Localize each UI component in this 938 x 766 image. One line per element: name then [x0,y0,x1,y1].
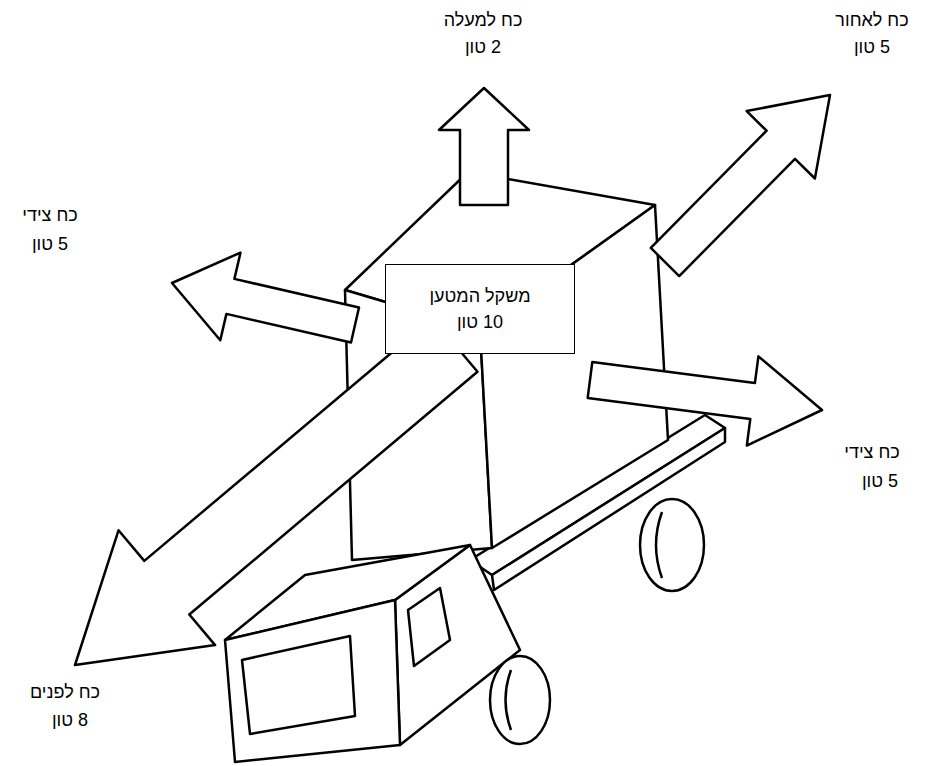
force-value: 5 טון [862,470,898,492]
rear-wheel-rim [656,512,662,578]
cab-front [225,600,400,762]
force-name: כח לאחור [835,9,908,31]
force-name: כח צידי [844,441,899,463]
force-value: 5 טון [854,36,890,58]
load-weight-box: משקל המטען 10 טון [385,264,575,354]
side-window [408,588,450,666]
back-force-arrow [651,95,830,276]
force-name: כח לפנים [30,681,100,703]
side-force-arrow [588,356,822,445]
side-force-arrow [172,253,359,343]
forward-force-arrow [75,318,478,665]
force-name: כח למעלה [444,9,523,31]
rear-wheel [640,499,704,591]
load-weight-text: משקל המטען 10 טון [418,283,543,335]
up-force-arrow [439,88,529,205]
front-wheel [490,656,550,744]
front-wheel-rim [506,670,512,730]
force-value: 8 טון [52,709,88,731]
windshield [242,636,355,734]
force-name: כח צידי [22,204,77,226]
force-value: 2 טון [465,36,501,58]
force-value: 5 טון [32,233,68,255]
